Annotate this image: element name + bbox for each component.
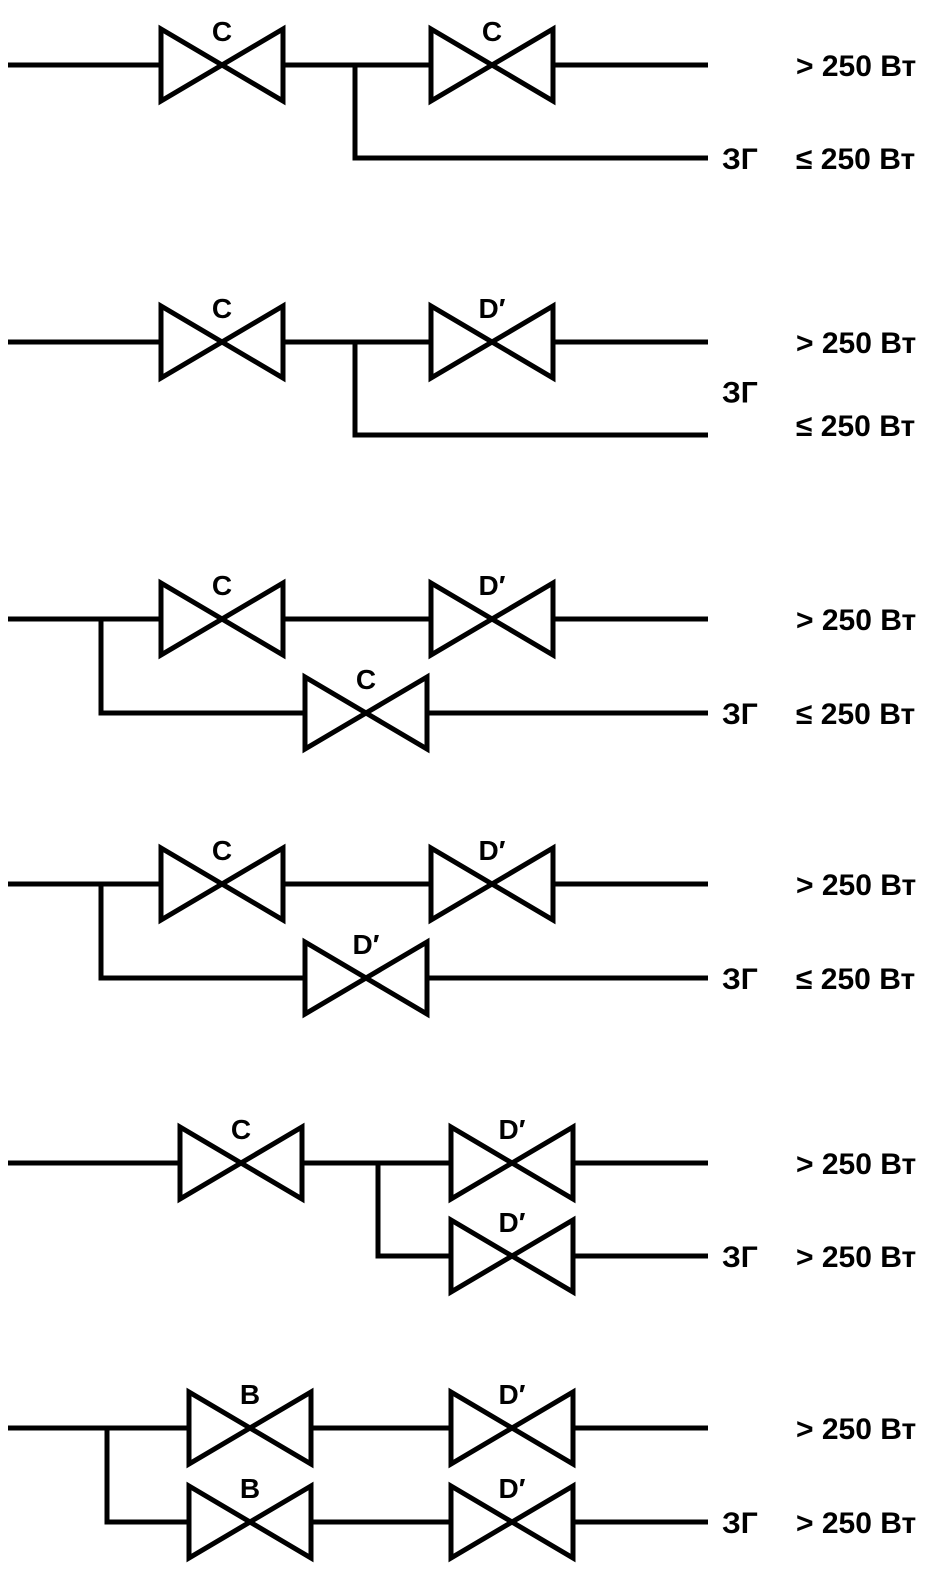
valve-label: D′ — [479, 570, 506, 601]
branch-output-label: > 250 Вт — [796, 1507, 916, 1540]
valve-right-triangle — [487, 24, 556, 106]
valve-left-triangle — [428, 578, 497, 660]
branch-output-label: ≤ 250 Вт — [796, 410, 915, 443]
branch-output-label: > 250 Вт — [796, 1241, 916, 1274]
branch-tag-label: ЗГ — [722, 963, 758, 996]
branch-pipe — [98, 884, 708, 981]
branch-pipe — [352, 65, 708, 161]
branch-output-label: ≤ 250 Вт — [796, 143, 915, 176]
valve: D′ — [428, 293, 556, 383]
valve: D′ — [302, 929, 430, 1019]
valve-left-triangle — [177, 1122, 246, 1204]
valve-label: C — [212, 293, 232, 324]
valve: C — [302, 664, 430, 754]
valve-left-triangle — [448, 1122, 517, 1204]
valve-left-triangle — [448, 1481, 517, 1563]
branch-pipe — [375, 1163, 708, 1259]
valve-right-triangle — [245, 1481, 314, 1563]
branch-tag-label: ЗГ — [722, 1507, 758, 1540]
branch-tag-label: ЗГ — [722, 1241, 758, 1274]
valve-right-triangle — [507, 1387, 576, 1469]
valve-label: C — [212, 16, 232, 47]
branch-tag-label: ЗГ — [722, 698, 758, 731]
schematic-3: C D′ C > 250 Вт ≤ 250 Вт ЗГ — [8, 570, 916, 754]
branch-pipe — [352, 342, 708, 438]
valve-label: C — [212, 570, 232, 601]
valve-right-triangle — [361, 672, 430, 754]
valve-left-triangle — [158, 301, 227, 383]
valve: C — [428, 16, 556, 106]
schematic-4: C D′ D′ > 250 Вт ≤ 250 Вт ЗГ — [8, 835, 916, 1019]
valve-label: B — [240, 1473, 260, 1504]
valve-label: C — [482, 16, 502, 47]
main-output-label: > 250 Вт — [796, 1148, 916, 1181]
valve-label: D′ — [499, 1207, 526, 1238]
valve: C — [158, 835, 286, 925]
valve-right-triangle — [217, 301, 286, 383]
valve: D′ — [428, 570, 556, 660]
branch-tag-label: ЗГ — [722, 377, 758, 410]
valve-right-triangle — [507, 1122, 576, 1204]
valve: C — [158, 570, 286, 660]
valve-left-triangle — [302, 937, 371, 1019]
valve-left-triangle — [186, 1481, 255, 1563]
valve-label: B — [240, 1379, 260, 1410]
schematic-2: C D′ > 250 Вт ≤ 250 Вт ЗГ — [8, 293, 916, 443]
valve-right-triangle — [217, 578, 286, 660]
main-output-label: > 250 Вт — [796, 1413, 916, 1446]
valve-right-triangle — [361, 937, 430, 1019]
valve: D′ — [448, 1114, 576, 1204]
valve-label: C — [231, 1114, 251, 1145]
valve: D′ — [448, 1379, 576, 1469]
valve-right-triangle — [236, 1122, 305, 1204]
valve: B — [186, 1379, 314, 1469]
schematic-1: C C > 250 Вт ≤ 250 Вт ЗГ — [8, 16, 916, 176]
valve: C — [177, 1114, 305, 1204]
branch-output-label: ≤ 250 Вт — [796, 963, 915, 996]
valve-left-triangle — [186, 1387, 255, 1469]
branch-output-label: ≤ 250 Вт — [796, 698, 915, 731]
valve-label: D′ — [499, 1379, 526, 1410]
valve-right-triangle — [217, 843, 286, 925]
valve-left-triangle — [428, 843, 497, 925]
valve-left-triangle — [448, 1387, 517, 1469]
valve-label: D′ — [499, 1114, 526, 1145]
valve-left-triangle — [448, 1215, 517, 1297]
valve-right-triangle — [487, 301, 556, 383]
valve-left-triangle — [428, 301, 497, 383]
valve: D′ — [428, 835, 556, 925]
valve-label: D′ — [479, 293, 506, 324]
valve-left-triangle — [158, 24, 227, 106]
schematic-5: C D′ D′ > 250 Вт > 250 Вт ЗГ — [8, 1114, 916, 1297]
valve: D′ — [448, 1207, 576, 1297]
valve-right-triangle — [507, 1215, 576, 1297]
main-output-label: > 250 Вт — [796, 604, 916, 637]
valve-label: D′ — [479, 835, 506, 866]
valve-left-triangle — [428, 24, 497, 106]
schematic-6: B D′ B D′ > 250 Вт > 250 Вт ЗГ — [8, 1379, 916, 1563]
branch-tag-label: ЗГ — [722, 143, 758, 176]
valve-right-triangle — [217, 24, 286, 106]
valve-label: C — [356, 664, 376, 695]
valve-right-triangle — [245, 1387, 314, 1469]
valve-label: D′ — [499, 1473, 526, 1504]
main-output-label: > 250 Вт — [796, 869, 916, 902]
valve: D′ — [448, 1473, 576, 1563]
valve-left-triangle — [158, 843, 227, 925]
branch-pipe — [98, 619, 708, 716]
valve-left-triangle — [158, 578, 227, 660]
main-output-label: > 250 Вт — [796, 327, 916, 360]
main-output-label: > 250 Вт — [796, 50, 916, 83]
valve: B — [186, 1473, 314, 1563]
valve: C — [158, 16, 286, 106]
valve-label: D′ — [353, 929, 380, 960]
valve: C — [158, 293, 286, 383]
valve-right-triangle — [507, 1481, 576, 1563]
valve-right-triangle — [487, 843, 556, 925]
valve-left-triangle — [302, 672, 371, 754]
valve-label: C — [212, 835, 232, 866]
valve-right-triangle — [487, 578, 556, 660]
